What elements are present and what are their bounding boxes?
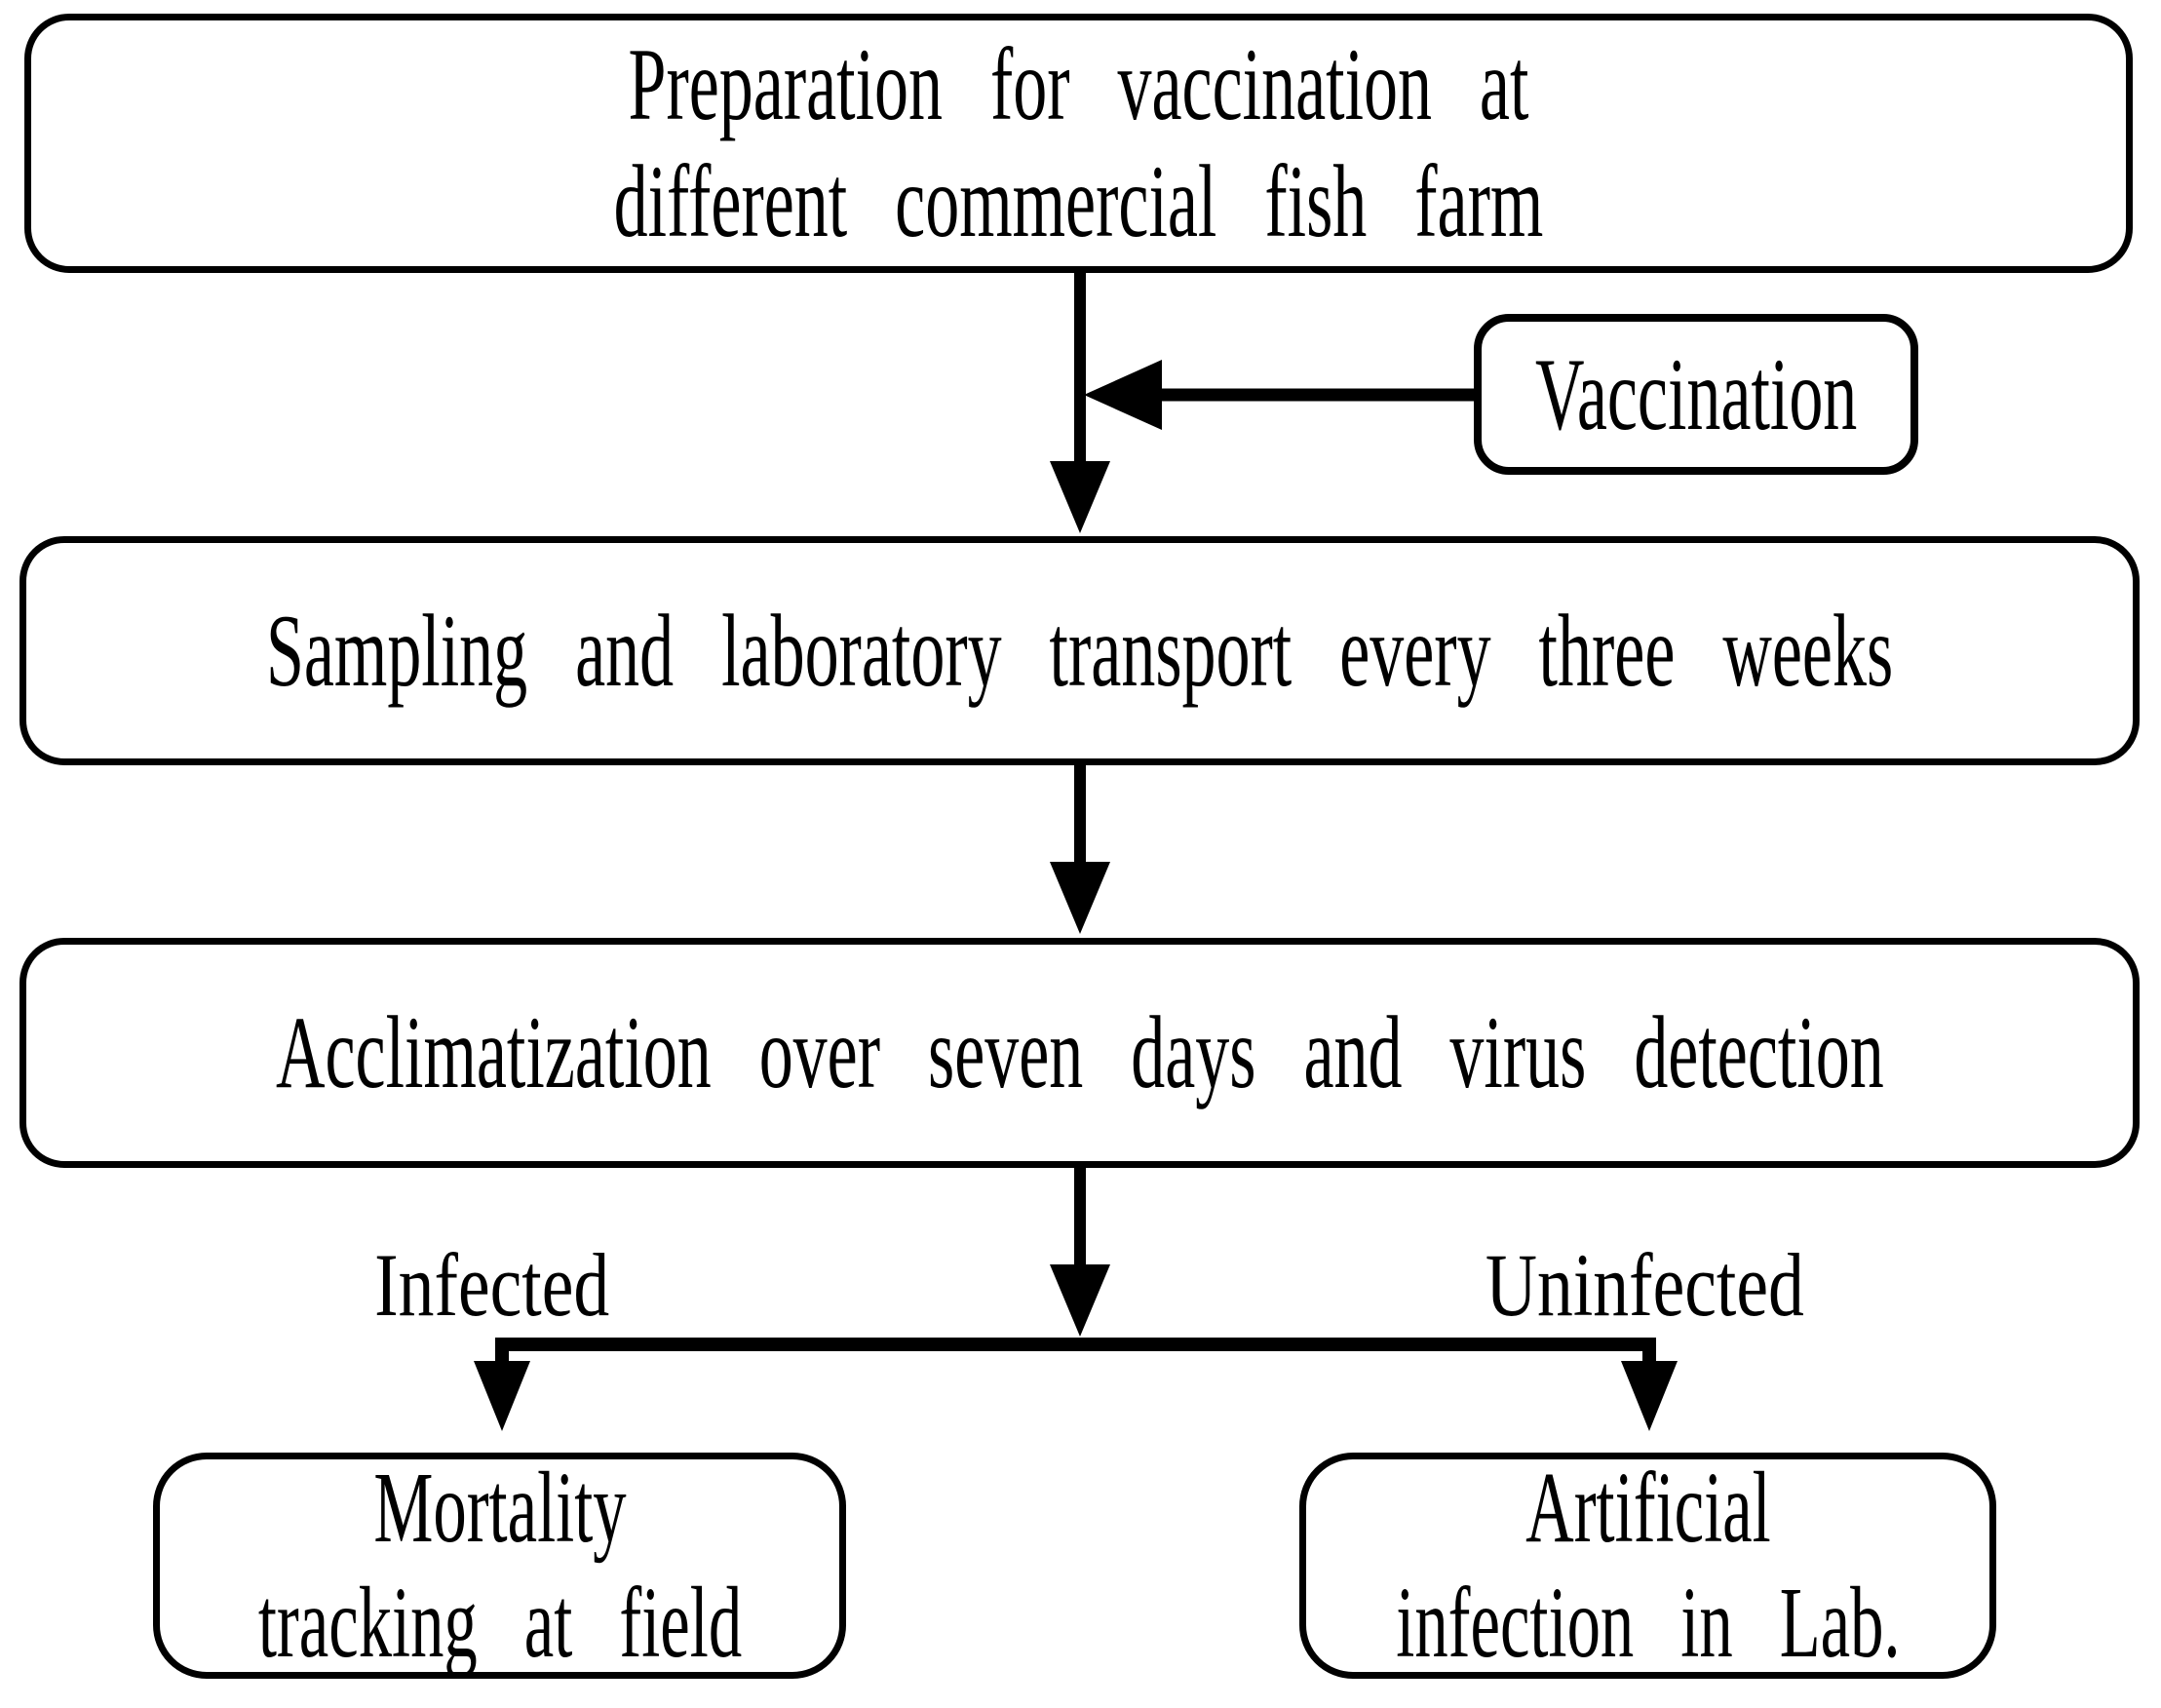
node-artificial-text: Artificial infection in Lab. bbox=[1396, 1451, 1900, 1680]
node-acclimatization-text: Acclimatization over seven days and viru… bbox=[275, 995, 1884, 1110]
node-acclimatization: Acclimatization over seven days and viru… bbox=[19, 938, 2140, 1168]
arrowhead-down-infected-branch bbox=[474, 1361, 530, 1431]
node-preparation-line2: different commercial fish farm bbox=[613, 144, 1544, 258]
branch-label-infected-text: Infected bbox=[374, 1235, 610, 1335]
arrowhead-down-acclimatization-to-branch bbox=[1050, 1264, 1110, 1337]
node-artificial-line2: infection in Lab. bbox=[1395, 1567, 1901, 1679]
arrowhead-down-uninfected-branch bbox=[1621, 1361, 1678, 1431]
node-artificial-line1: Artificial bbox=[1524, 1452, 1771, 1565]
node-preparation-text: Preparation for vaccination at different… bbox=[614, 26, 1544, 260]
node-sampling: Sampling and laboratory transport every … bbox=[19, 536, 2140, 765]
branch-label-uninfected-text: Uninfected bbox=[1485, 1235, 1804, 1335]
arrowhead-down-preparation-to-sampling bbox=[1050, 461, 1110, 533]
node-sampling-text: Sampling and laboratory transport every … bbox=[265, 593, 1894, 708]
arrowhead-left-vaccination-merge bbox=[1084, 360, 1162, 430]
branch-label-uninfected: Uninfected bbox=[1323, 1240, 1966, 1330]
node-vaccination: Vaccination bbox=[1474, 314, 1918, 475]
node-mortality-line2: tracking at field bbox=[257, 1567, 742, 1679]
node-mortality: Mortality tracking at field bbox=[153, 1451, 846, 1680]
branch-label-infected: Infected bbox=[171, 1240, 814, 1330]
node-preparation: Preparation for vaccination at different… bbox=[24, 14, 2133, 273]
node-artificial: Artificial infection in Lab. bbox=[1299, 1451, 1996, 1680]
node-vaccination-text: Vaccination bbox=[1534, 336, 1858, 451]
arrowhead-down-sampling-to-acclimatization bbox=[1050, 862, 1110, 934]
node-preparation-line1: Preparation for vaccination at bbox=[628, 27, 1529, 142]
node-mortality-line1: Mortality bbox=[372, 1452, 627, 1565]
node-mortality-text: Mortality tracking at field bbox=[257, 1451, 741, 1680]
branch-connector-bar bbox=[495, 1338, 1656, 1369]
